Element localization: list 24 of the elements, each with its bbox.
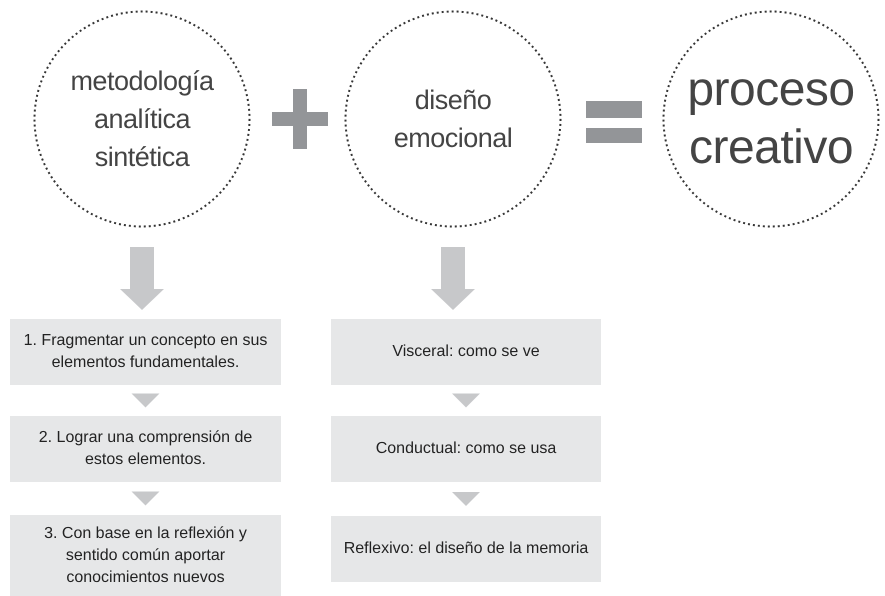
step-text: 3. Con base en la reflexión y sentido común aportar conocimientos nuevos [43, 524, 248, 588]
circle-label: diseño emocional [392, 84, 514, 155]
arrowhead-chevron [132, 394, 160, 408]
dotted-circle [344, 10, 562, 228]
process-box [331, 516, 601, 582]
circle-label: proceso creativo [686, 62, 856, 176]
arrowhead-chevron [132, 492, 160, 506]
process-box [10, 515, 281, 596]
circle-label: metodología analítica sintética [69, 65, 215, 174]
arrowhead-chevron [452, 394, 480, 408]
process-box [331, 416, 601, 482]
process-box [331, 319, 601, 385]
step-text: 1. Fragmentar un concepto en sus elementos fundamentales. [22, 331, 268, 373]
block-arrow [431, 247, 475, 310]
step-text: Reflexivo: el diseño de la memoria [344, 539, 588, 559]
step-text: Conductual: como se usa [376, 439, 556, 459]
block-arrow [120, 247, 164, 310]
process-box [10, 416, 281, 482]
dotted-circle [33, 10, 251, 228]
step-text: Visceral: como se ve [392, 342, 540, 362]
step-text: 2. Lograr una comprensión de estos elementos. [38, 428, 254, 470]
arrowhead-chevron [452, 492, 480, 506]
process-box [10, 319, 281, 385]
dotted-circle [662, 10, 880, 228]
